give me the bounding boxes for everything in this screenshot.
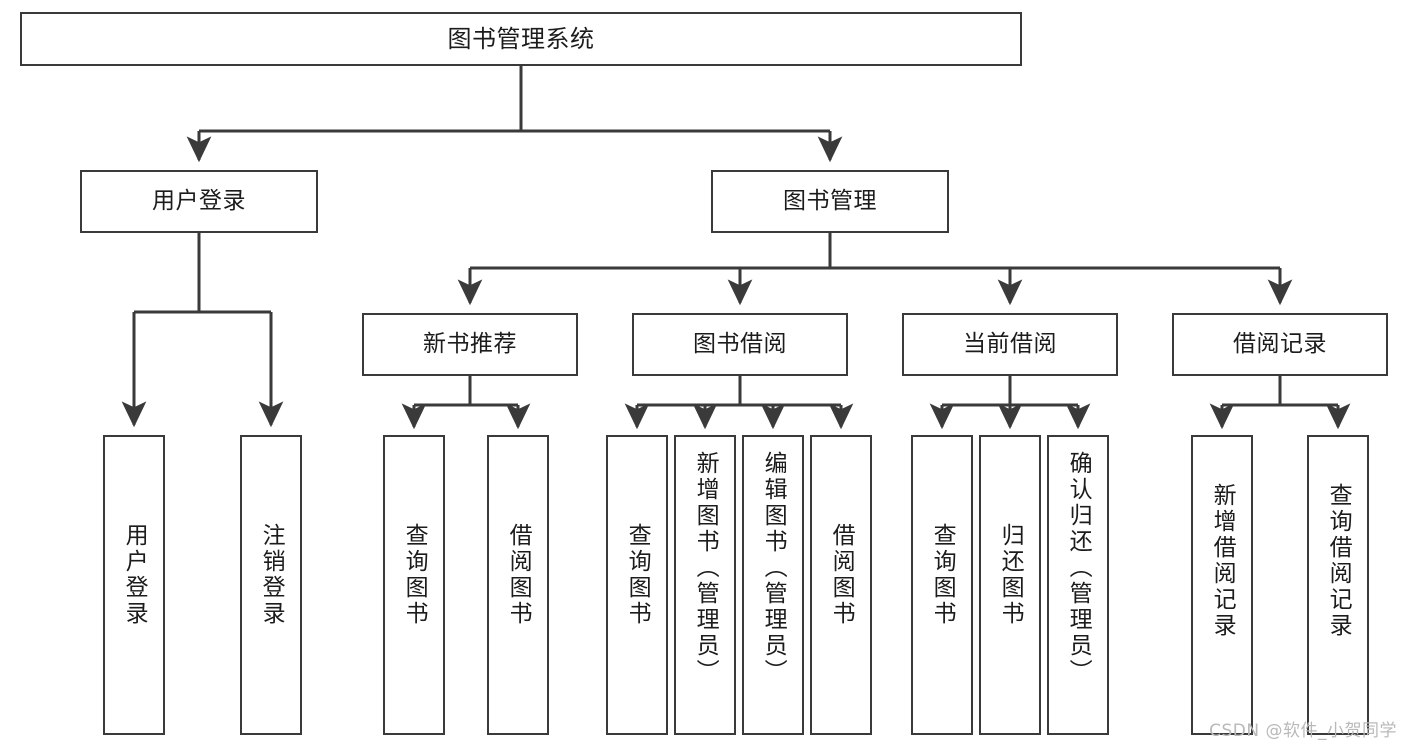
node-label: 注销登录 <box>258 523 285 627</box>
node-root-book-management-system[interactable]: 图书管理系统 <box>20 12 1022 66</box>
csdn-watermark: CSDN @软件_小贺同学 <box>1209 721 1397 741</box>
node-new-book-recommend[interactable]: 新书推荐 <box>362 313 578 376</box>
leaf-query-book-current[interactable]: 查询图书 <box>911 435 973 735</box>
node-label: 新增借阅记录 <box>1209 483 1236 639</box>
leaf-logout[interactable]: 注销登录 <box>240 435 302 735</box>
node-label: 用户登录 <box>121 523 148 627</box>
node-label: 图书管理系统 <box>447 24 595 53</box>
node-label: 确认归还（管理员） <box>1065 451 1092 685</box>
node-label: 图书管理 <box>783 187 877 214</box>
node-label: 借阅图书 <box>505 523 532 627</box>
node-label: 当前借阅 <box>963 330 1057 357</box>
node-current-borrow[interactable]: 当前借阅 <box>902 313 1118 376</box>
node-label: 查询图书 <box>929 523 956 627</box>
leaf-query-book-borrow[interactable]: 查询图书 <box>606 435 668 735</box>
node-borrow-record[interactable]: 借阅记录 <box>1172 313 1388 376</box>
node-label: 新书推荐 <box>423 330 517 357</box>
leaf-add-borrow-record[interactable]: 新增借阅记录 <box>1191 435 1253 735</box>
leaf-edit-book-admin[interactable]: 编辑图书（管理员） <box>742 435 804 735</box>
leaf-query-borrow-record[interactable]: 查询借阅记录 <box>1307 435 1369 735</box>
node-label: 图书借阅 <box>693 330 787 357</box>
node-label: 查询借阅记录 <box>1325 483 1352 639</box>
leaf-borrow-book-recommend[interactable]: 借阅图书 <box>487 435 549 735</box>
leaf-confirm-return-admin[interactable]: 确认归还（管理员） <box>1047 435 1109 735</box>
leaf-borrow-book[interactable]: 借阅图书 <box>810 435 872 735</box>
node-user-login[interactable]: 用户登录 <box>80 170 318 233</box>
node-label: 归还图书 <box>997 523 1024 627</box>
leaf-return-book[interactable]: 归还图书 <box>979 435 1041 735</box>
leaf-query-book-recommend[interactable]: 查询图书 <box>383 435 445 735</box>
leaf-add-book-admin[interactable]: 新增图书（管理员） <box>674 435 736 735</box>
node-label: 查询图书 <box>624 523 651 627</box>
node-label: 新增图书（管理员） <box>692 451 719 685</box>
node-label: 编辑图书（管理员） <box>760 451 787 685</box>
leaf-user-login[interactable]: 用户登录 <box>103 435 165 735</box>
node-label: 借阅记录 <box>1233 330 1327 357</box>
node-book-borrow[interactable]: 图书借阅 <box>632 313 848 376</box>
node-label: 借阅图书 <box>828 523 855 627</box>
node-label: 用户登录 <box>152 187 246 214</box>
node-book-management[interactable]: 图书管理 <box>711 170 949 233</box>
node-label: 查询图书 <box>401 523 428 627</box>
